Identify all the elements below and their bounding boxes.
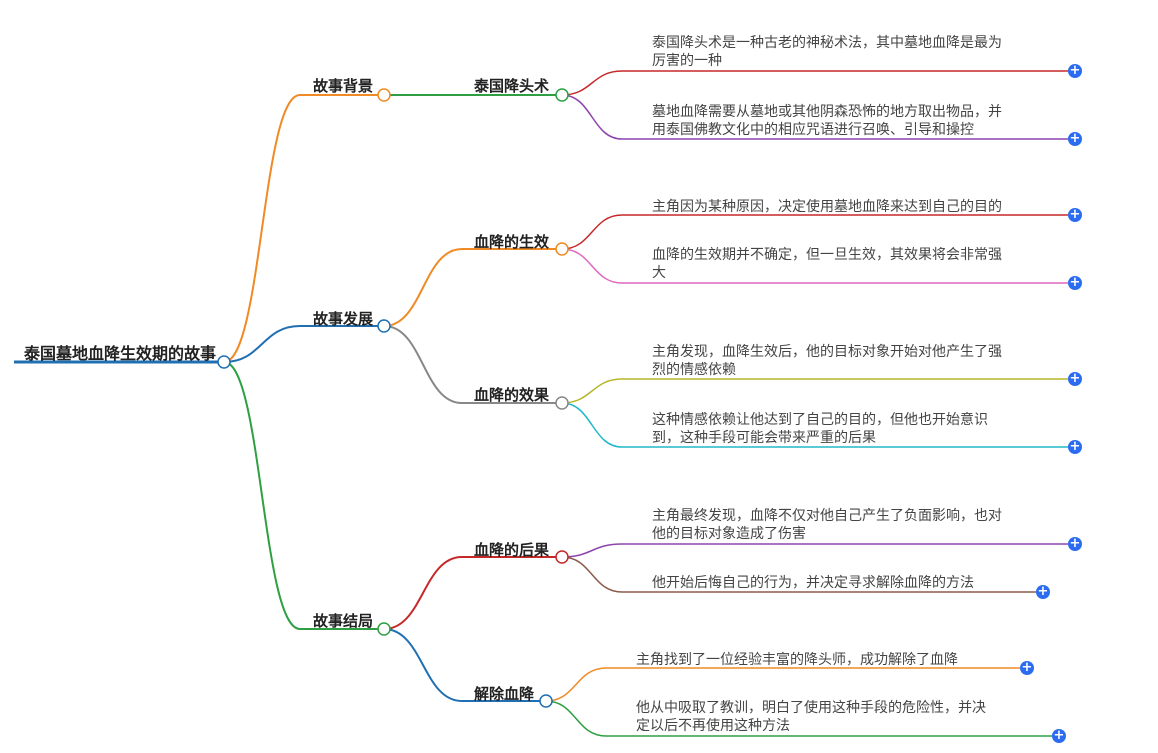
sub-node-taking-effect[interactable]: 血降的生效 — [474, 233, 550, 251]
sub-edge — [383, 556, 463, 630]
sub-node-consequences[interactable]: 血降的后果 — [474, 541, 550, 559]
node-collapse-circle[interactable] — [555, 88, 569, 102]
sub-node-removal[interactable]: 解除血降 — [474, 685, 535, 703]
branch-node-background[interactable]: 故事背景 — [313, 77, 374, 95]
leaf-edge — [561, 70, 623, 96]
sub-edge — [383, 248, 463, 327]
leaf-edge — [561, 402, 623, 448]
expand-plus-icon[interactable]: + — [1068, 63, 1082, 78]
leaf-edge — [561, 378, 623, 404]
sub-edge — [383, 325, 463, 404]
node-collapse-circle[interactable] — [539, 694, 553, 708]
sub-node-thai-sorcery[interactable]: 泰国降头术 — [474, 77, 550, 95]
expand-plus-icon[interactable]: + — [1068, 207, 1082, 222]
expand-plus-icon[interactable]: + — [1068, 439, 1082, 454]
leaf-edge — [545, 700, 607, 737]
leaf-edge — [561, 543, 623, 558]
leaf-edge — [561, 248, 623, 284]
expand-plus-icon[interactable]: + — [1036, 584, 1050, 599]
branch-node-development[interactable]: 故事发展 — [313, 310, 374, 328]
leaf-text[interactable]: 主角最终发现，血降不仅对他自己产生了负面影响，也对他的目标对象造成了伤害 — [652, 508, 1002, 542]
leaf-text[interactable]: 他从中吸取了教训，明白了使用这种手段的危险性，并决定以后不再使用这种方法 — [636, 700, 986, 734]
sub-edge — [383, 628, 463, 702]
leaf-text[interactable]: 主角找到了一位经验丰富的降头师，成功解除了血降 — [636, 652, 958, 668]
node-collapse-circle[interactable] — [217, 355, 231, 369]
leaf-text[interactable]: 主角因为某种原因，决定使用墓地血降来达到自己的目的 — [652, 199, 1002, 215]
expand-plus-icon[interactable]: + — [1020, 660, 1034, 675]
expand-plus-icon[interactable]: + — [1068, 371, 1082, 386]
node-collapse-circle[interactable] — [555, 242, 569, 256]
leaf-edge — [561, 556, 623, 593]
branch-edge — [223, 325, 301, 363]
node-collapse-circle[interactable] — [377, 622, 391, 636]
node-collapse-circle[interactable] — [555, 396, 569, 410]
leaf-edge — [561, 94, 623, 140]
leaf-text[interactable]: 墓地血降需要从墓地或其他阴森恐怖的地方取出物品，并用泰国佛教文化中的相应咒语进行… — [652, 104, 1002, 138]
expand-plus-icon[interactable]: + — [1068, 275, 1082, 290]
expand-plus-icon[interactable]: + — [1068, 536, 1082, 551]
branch-node-ending[interactable]: 故事结局 — [313, 612, 374, 630]
expand-plus-icon[interactable]: + — [1052, 728, 1066, 743]
leaf-edge — [561, 214, 623, 250]
leaf-text[interactable]: 这种情感依赖让他达到了自己的目的，但他也开始意识到，这种手段可能会带来严重的后果 — [652, 412, 988, 446]
branch-edge — [223, 94, 301, 363]
expand-plus-icon[interactable]: + — [1068, 131, 1082, 146]
leaf-text[interactable]: 主角发现，血降生效后，他的目标对象开始对他产生了强烈的情感依赖 — [652, 344, 1002, 378]
node-collapse-circle[interactable] — [555, 550, 569, 564]
leaf-edge — [545, 667, 607, 702]
node-collapse-circle[interactable] — [377, 88, 391, 102]
sub-node-effects[interactable]: 血降的效果 — [474, 386, 550, 404]
branch-edge — [223, 361, 301, 630]
leaf-text[interactable]: 血降的生效期并不确定，但一旦生效，其效果将会非常强大 — [652, 247, 1002, 281]
node-collapse-circle[interactable] — [377, 319, 391, 333]
root-node[interactable]: 泰国墓地血降生效期的故事 — [24, 344, 217, 363]
leaf-text[interactable]: 泰国降头术是一种古老的神秘术法，其中墓地血降是最为厉害的一种 — [652, 35, 1002, 69]
leaf-text[interactable]: 他开始后悔自己的行为，并决定寻求解除血降的方法 — [652, 575, 974, 591]
